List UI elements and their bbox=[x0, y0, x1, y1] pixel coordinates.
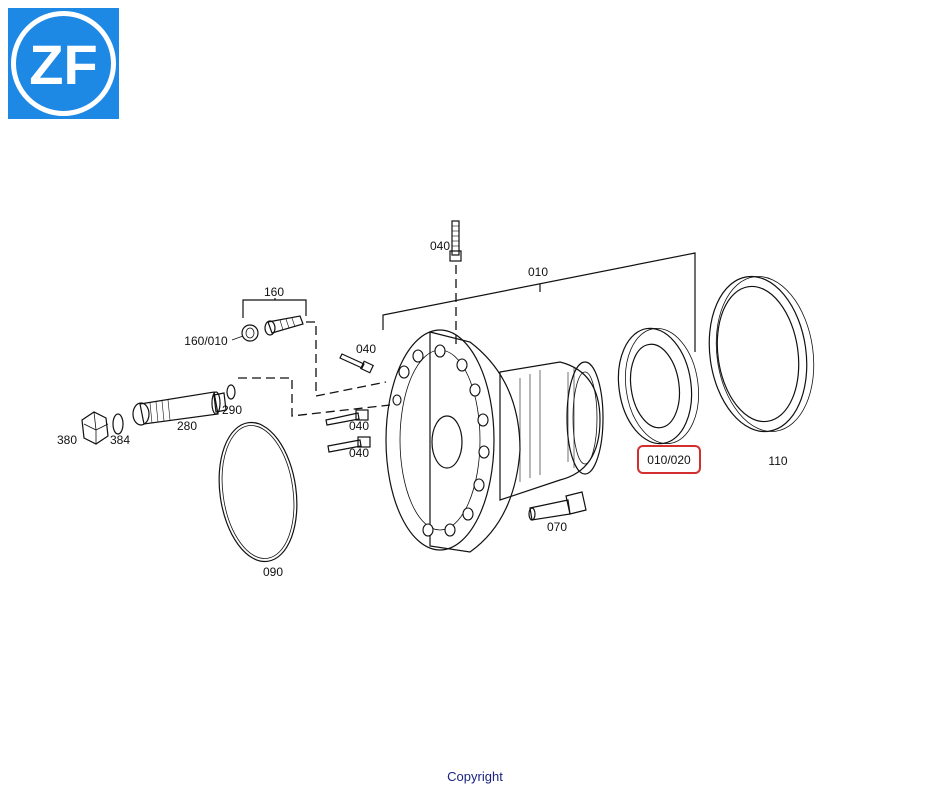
label-160-010[interactable]: 160/010 bbox=[184, 334, 228, 348]
part-280-valve bbox=[132, 391, 227, 426]
label-040-top[interactable]: 040 bbox=[430, 239, 450, 253]
logo-ring bbox=[11, 11, 116, 116]
bracket-010 bbox=[382, 252, 696, 352]
part-010-hub-housing bbox=[385, 329, 604, 553]
leader-160-010 bbox=[231, 335, 244, 341]
label-090[interactable]: 090 bbox=[263, 565, 283, 579]
part-090-oring-inner bbox=[221, 425, 295, 559]
label-160[interactable]: 160 bbox=[264, 285, 284, 299]
part-040-top-bolt bbox=[449, 220, 462, 262]
part-040-left-bolt bbox=[339, 353, 375, 374]
dashed-leaders bbox=[238, 265, 457, 417]
part-040-mid-bolts bbox=[325, 409, 371, 453]
label-040-mid1[interactable]: 040 bbox=[349, 419, 369, 433]
label-010[interactable]: 010 bbox=[528, 265, 548, 279]
part-384-washer bbox=[112, 413, 124, 435]
label-010-020[interactable]: 010/020 bbox=[647, 453, 691, 467]
label-380[interactable]: 380 bbox=[57, 433, 77, 447]
label-384[interactable]: 384 bbox=[110, 433, 130, 447]
bracket-160 bbox=[242, 298, 307, 318]
part-160-fitting bbox=[241, 315, 304, 342]
copyright-text: Copyright bbox=[447, 769, 503, 784]
part-070-bolt bbox=[528, 491, 587, 521]
part-090-oring bbox=[218, 421, 298, 563]
part-290-oring bbox=[226, 384, 236, 400]
part-010-020-ring bbox=[617, 327, 699, 445]
logo-text: ZF bbox=[29, 33, 97, 96]
label-040-left[interactable]: 040 bbox=[356, 342, 376, 356]
zf-logo: ZF bbox=[8, 8, 119, 119]
part-110-disc bbox=[708, 275, 815, 433]
highlight-box-010-020[interactable] bbox=[637, 445, 701, 474]
label-110[interactable]: 110 bbox=[768, 454, 787, 468]
label-040-mid2[interactable]: 040 bbox=[349, 446, 369, 460]
part-380-nut bbox=[81, 411, 109, 445]
label-290[interactable]: 290 bbox=[222, 403, 242, 417]
label-070[interactable]: 070 bbox=[547, 520, 567, 534]
label-280[interactable]: 280 bbox=[177, 419, 197, 433]
